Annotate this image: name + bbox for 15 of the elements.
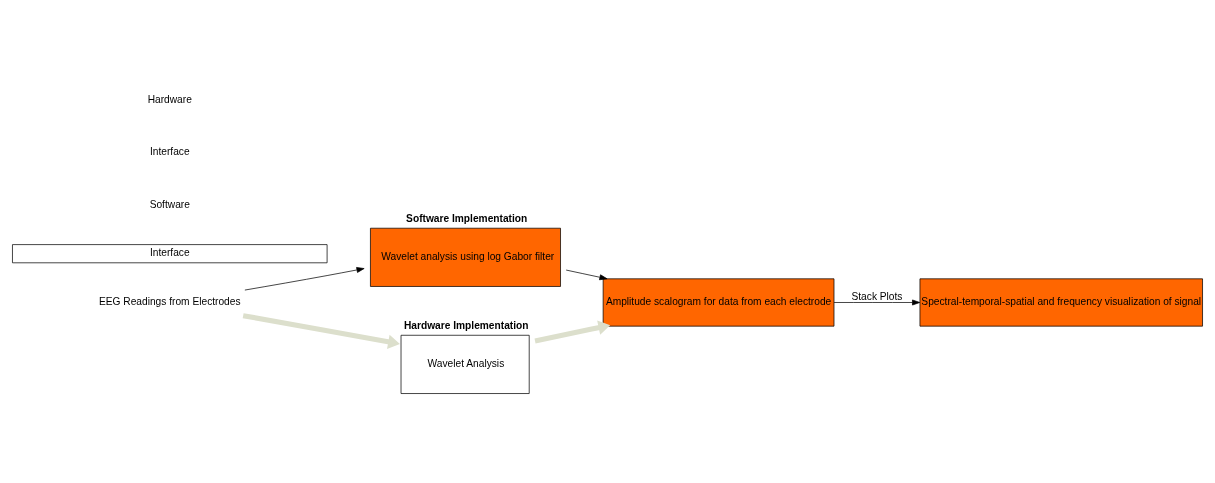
arrow <box>833 299 921 306</box>
arrow <box>565 269 608 281</box>
node-text: EEG Readings from Electrodes <box>99 296 241 308</box>
label: Hardware <box>147 93 192 105</box>
node-box: Amplitude scalogram for data from each electrode <box>602 278 835 327</box>
edge-label: Stack Plots <box>851 290 903 302</box>
node-label: Hardware Implementation <box>403 319 529 331</box>
label: Software <box>149 198 190 210</box>
node-label: Software Implementation <box>406 212 528 224</box>
arrow <box>534 320 611 344</box>
node-box: Spectral-temporal-spatial and frequency visualization of signal <box>919 278 1203 327</box>
arrow <box>244 267 365 291</box>
arrow <box>242 313 400 349</box>
label: Interface <box>149 146 190 158</box>
node-box: Interface <box>12 244 328 264</box>
